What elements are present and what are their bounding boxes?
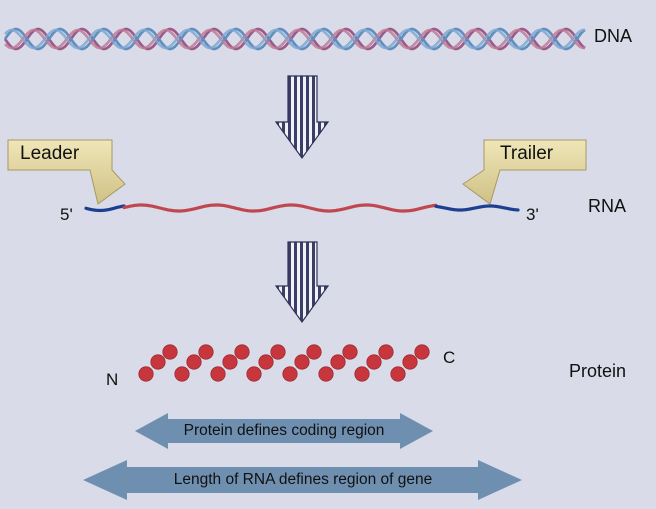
- amino-acid-bead: [174, 366, 190, 382]
- amino-acid-bead: [342, 344, 358, 360]
- gene-region-label: Length of RNA defines region of gene: [173, 471, 433, 488]
- amino-acid-bead: [258, 354, 274, 370]
- c-terminus-label: C: [443, 348, 456, 367]
- dna-helix: [3, 27, 586, 51]
- rna-label: RNA: [588, 196, 627, 216]
- amino-acid-bead: [282, 366, 298, 382]
- amino-acid-bead: [402, 354, 418, 370]
- coding-region-arrow: [135, 413, 433, 449]
- amino-acid-bead: [234, 344, 250, 360]
- amino-acid-bead: [378, 344, 394, 360]
- amino-acid-bead: [138, 366, 154, 382]
- amino-acid-bead: [390, 366, 406, 382]
- five-prime-label: 5': [60, 205, 73, 224]
- amino-acid-bead: [210, 366, 226, 382]
- trailer-callout: [462, 139, 587, 205]
- amino-acid-bead: [150, 354, 166, 370]
- amino-acid-bead: [294, 354, 310, 370]
- leader-label: Leader: [20, 143, 80, 164]
- amino-acid-bead: [186, 354, 202, 370]
- leader-callout: [7, 139, 126, 205]
- amino-acid-bead: [318, 366, 334, 382]
- amino-acid-bead: [366, 354, 382, 370]
- n-terminus-label: N: [106, 370, 119, 389]
- amino-acid-bead: [414, 344, 430, 360]
- amino-acid-bead: [270, 344, 286, 360]
- translation-arrow: [274, 241, 330, 324]
- dna-label: DNA: [594, 26, 633, 46]
- amino-acid-bead: [198, 344, 214, 360]
- protein-label: Protein: [569, 361, 627, 381]
- rna-strand: [84, 203, 520, 213]
- gene-region-arrow: [83, 460, 522, 500]
- three-prime-label: 3': [526, 205, 539, 224]
- amino-acid-bead: [222, 354, 238, 370]
- amino-acid-bead: [354, 366, 370, 382]
- amino-acid-bead: [306, 344, 322, 360]
- amino-acid-bead: [330, 354, 346, 370]
- amino-acid-bead: [162, 344, 178, 360]
- protein-chain: [138, 344, 430, 382]
- trailer-label: Trailer: [500, 143, 554, 164]
- amino-acid-bead: [246, 366, 262, 382]
- coding-region-label: Protein defines coding region: [183, 422, 385, 439]
- transcription-arrow: [274, 75, 330, 160]
